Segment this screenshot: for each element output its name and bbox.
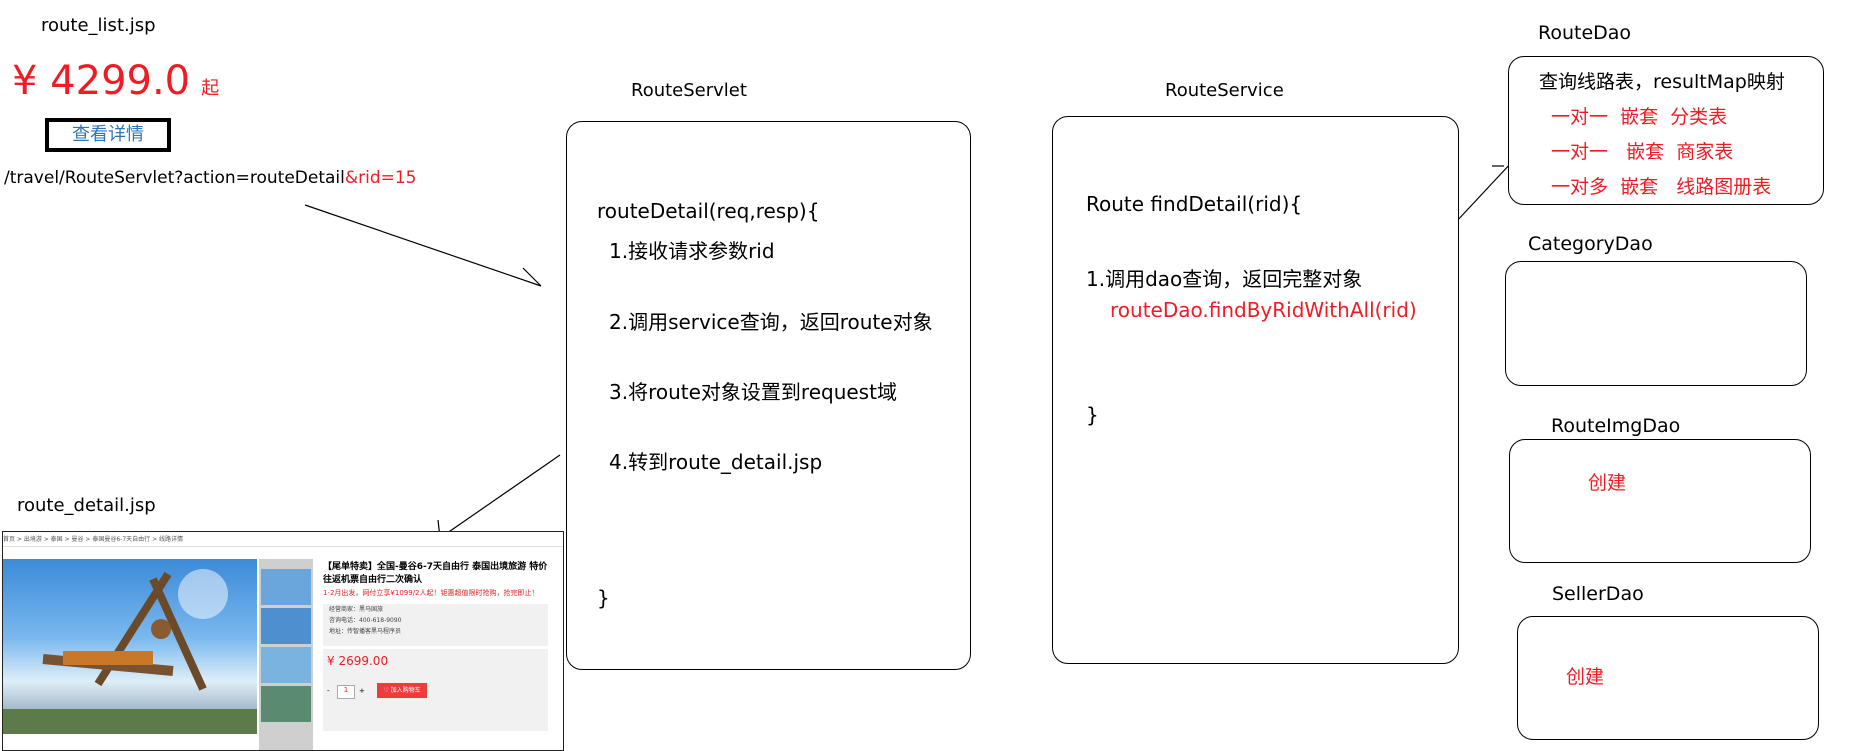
price-display: ¥ 4299.0 起 (12, 58, 219, 104)
servlet-signature: routeDetail(req,resp){ (597, 199, 820, 223)
route-detail-screenshot: 首页 > 出境游 > 泰国 > 曼谷 > 泰国曼谷6-7天自由行 > 线路详情 … (2, 531, 564, 751)
thumb-breadcrumb: 首页 > 出境游 > 泰国 > 曼谷 > 泰国曼谷6-7天自由行 > 线路详情 (3, 536, 184, 543)
gallery-image[interactable] (261, 569, 311, 605)
route-dao-mapping-images: 一对多 嵌套 线路图册表 (1551, 176, 1772, 198)
thumb-subtitle: 1-2月出发，网付立享¥1099/2人起！钜惠超值限时抢购，抢完即止！ (323, 589, 539, 597)
seller-dao-label: SellerDao (1552, 583, 1644, 605)
route-service-label: RouteService (1165, 80, 1284, 101)
add-to-cart-button[interactable]: ♡ 加入购物车 (377, 683, 427, 698)
thumb-main-photo (3, 559, 257, 734)
category-dao-box (1505, 261, 1807, 386)
thumb-info-line: 地址：传智播客黑马程序员 (329, 628, 402, 635)
route-dao-label: RouteDao (1538, 22, 1632, 44)
qty-plus-button[interactable]: + (359, 687, 365, 695)
qty-minus-button[interactable]: - (327, 687, 330, 695)
detail-url-param: &rid=15 (344, 168, 417, 188)
route-servlet-box: routeDetail(req,resp){ 1.接收请求参数rid 2.调用s… (566, 121, 971, 670)
ride-photo-illustration (3, 569, 257, 734)
price-value: ¥ 4299.0 (12, 58, 191, 104)
servlet-close-brace: } (597, 586, 610, 610)
price-suffix: 起 (201, 78, 220, 99)
route-detail-label: route_detail.jsp (17, 495, 156, 516)
route-img-dao-box: 创建 (1509, 439, 1811, 563)
route-service-box: Route findDetail(rid){ 1.调用dao查询，返回完整对象 … (1052, 116, 1459, 664)
servlet-step-1: 1.接收请求参数rid (609, 239, 775, 263)
connector-service-to-dao (1454, 161, 1513, 224)
thumb-info-line: 经营商家：黑马国旅 (329, 606, 384, 613)
gallery-image[interactable] (261, 608, 311, 644)
thumb-info-line: 咨询电话：400-618-9090 (329, 617, 402, 624)
service-close-brace: } (1086, 403, 1099, 427)
thumb-price: ¥ 2699.00 (327, 654, 389, 668)
qty-input[interactable]: 1 (337, 685, 355, 699)
arrow-servlet-to-detail (437, 454, 561, 539)
thumb-title: 【尾单特卖】全国-曼谷6-7天自由行 泰国出境旅游 特价往返机票自由行二次确认 (323, 562, 548, 585)
servlet-step-4: 4.转到route_detail.jsp (609, 450, 823, 474)
route-img-dao-label: RouteImgDao (1551, 415, 1681, 437)
thumb-gallery[interactable] (259, 559, 313, 750)
service-dao-call: routeDao.findByRidWithAll(rid) (1110, 298, 1417, 322)
service-step-1: 1.调用dao查询，返回完整对象 (1086, 267, 1363, 291)
gallery-image[interactable] (261, 647, 311, 683)
seller-dao-create: 创建 (1566, 666, 1605, 688)
seller-dao-box: 创建 (1517, 616, 1819, 740)
thumb-divider (3, 546, 563, 547)
detail-url: /travel/RouteServlet?action=routeDetail&… (4, 168, 417, 188)
category-dao-label: CategoryDao (1528, 233, 1653, 255)
gallery-image[interactable] (261, 686, 311, 722)
thumb-info-box: 经营商家：黑马国旅 咨询电话：400-618-9090 地址：传智播客黑马程序员 (323, 604, 548, 646)
route-dao-mapping-category: 一对一 嵌套 分类表 (1551, 106, 1728, 128)
arrow-list-to-servlet (304, 204, 542, 287)
view-details-button[interactable]: 查看详情 (45, 118, 171, 152)
route-servlet-label: RouteServlet (631, 80, 747, 101)
servlet-step-2: 2.调用service查询，返回route对象 (609, 310, 933, 334)
thumb-price-box: ¥ 2699.00 - 1 + ♡ 加入购物车 (323, 649, 548, 731)
service-signature: Route findDetail(rid){ (1086, 192, 1303, 216)
route-img-dao-create: 创建 (1588, 472, 1627, 494)
route-dao-mapping-seller: 一对一 嵌套 商家表 (1551, 141, 1734, 163)
detail-url-path: /travel/RouteServlet?action=routeDetail (4, 168, 345, 188)
servlet-step-3: 3.将route对象设置到request域 (609, 380, 897, 404)
route-dao-box: 查询线路表，resultMap映射 一对一 嵌套 分类表 一对一 嵌套 商家表 … (1508, 56, 1824, 205)
route-list-label: route_list.jsp (41, 15, 156, 36)
route-dao-query: 查询线路表，resultMap映射 (1539, 71, 1785, 93)
